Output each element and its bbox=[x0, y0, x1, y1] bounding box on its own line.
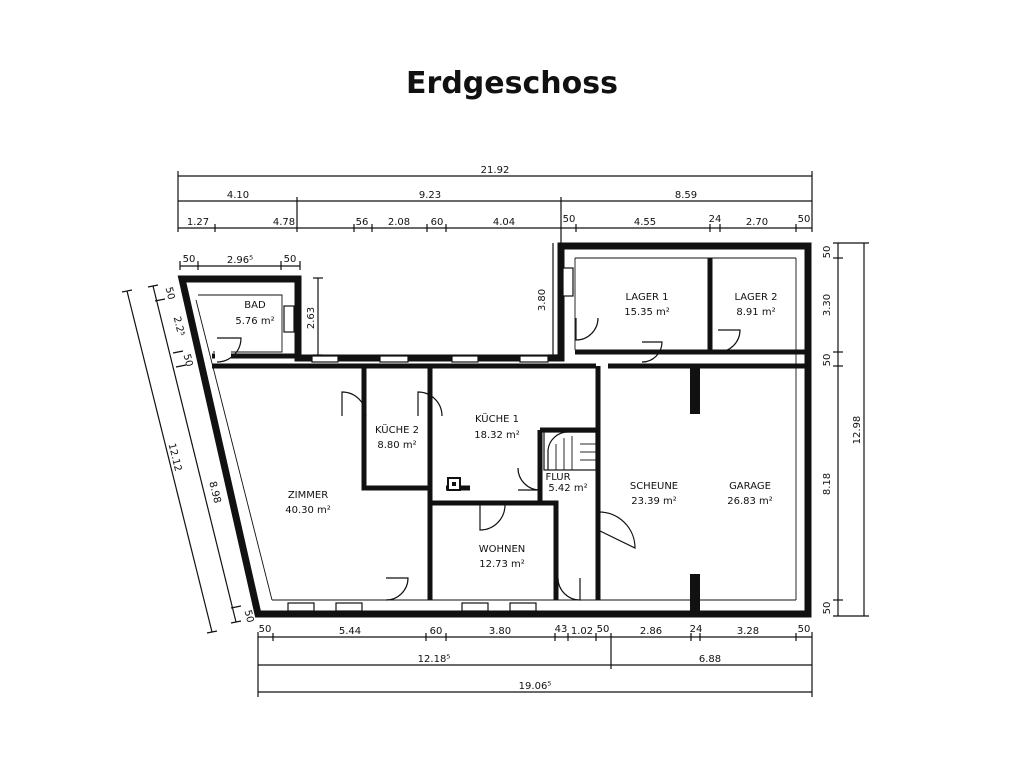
dimension-lines-bottom: 50 5.44 60 3.80 43 1.02 50 2.86 24 3.28 … bbox=[257, 624, 813, 697]
room-bad: BAD 5.76 m² bbox=[235, 300, 274, 327]
svg-text:2.86: 2.86 bbox=[640, 626, 662, 637]
dimension-lines-right: 50 3.30 50 8.18 50 12.98 bbox=[822, 242, 869, 617]
svg-text:50: 50 bbox=[822, 354, 833, 367]
room-zimmer: ZIMMER 40.30 m² bbox=[285, 490, 331, 516]
dim-top-row2-a: 4.10 bbox=[227, 190, 249, 201]
svg-text:50: 50 bbox=[822, 246, 833, 259]
room-scheune: SCHEUNE 23.39 m² bbox=[630, 481, 678, 507]
svg-text:KÜCHE 2: KÜCHE 2 bbox=[375, 423, 419, 436]
svg-text:FLUR: FLUR bbox=[545, 472, 570, 483]
dim-top-row3: 4.55 bbox=[634, 217, 656, 228]
svg-text:50: 50 bbox=[163, 286, 177, 301]
room-wohnen: WOHNEN 12.73 m² bbox=[479, 544, 526, 570]
svg-text:40.30 m²: 40.30 m² bbox=[285, 505, 331, 516]
svg-text:50: 50 bbox=[822, 602, 833, 615]
dim-top-row3: 56 bbox=[356, 217, 369, 228]
dim-top-row3: 60 bbox=[431, 217, 444, 228]
dim-top-row3: 50 bbox=[798, 214, 811, 225]
plan-title: Erdgeschoss bbox=[406, 66, 618, 101]
staircase bbox=[543, 431, 597, 471]
dim-top-row3: 1.27 bbox=[187, 217, 209, 228]
svg-text:26.83 m²: 26.83 m² bbox=[727, 496, 773, 507]
dim-top-row3: 4.78 bbox=[273, 217, 295, 228]
svg-text:3.80: 3.80 bbox=[489, 626, 511, 637]
dimension-lines-left: 12.12 50 2.2⁵ 50 8.98 50 bbox=[121, 284, 256, 634]
svg-text:8.18: 8.18 bbox=[822, 473, 833, 495]
dim-top-row3: 24 bbox=[709, 214, 722, 225]
dim-bad-depth: 2.63 bbox=[306, 307, 317, 329]
svg-text:5.44: 5.44 bbox=[339, 626, 361, 637]
svg-text:SCHEUNE: SCHEUNE bbox=[630, 481, 678, 492]
svg-text:8.80 m²: 8.80 m² bbox=[377, 440, 416, 451]
room-lager-2: LAGER 2 8.91 m² bbox=[734, 292, 777, 318]
svg-text:5.76 m²: 5.76 m² bbox=[235, 316, 274, 327]
svg-text:43: 43 bbox=[555, 624, 568, 635]
svg-text:15.35 m²: 15.35 m² bbox=[624, 307, 670, 318]
dim-top-row2-b: 9.23 bbox=[419, 190, 441, 201]
svg-text:50: 50 bbox=[242, 609, 256, 624]
svg-text:3.28: 3.28 bbox=[737, 626, 759, 637]
doors bbox=[215, 317, 741, 601]
svg-text:5.42 m²: 5.42 m² bbox=[548, 483, 587, 494]
dim-top-row3: 50 bbox=[563, 214, 576, 225]
svg-text:2.96⁵: 2.96⁵ bbox=[227, 255, 253, 266]
svg-text:23.39 m²: 23.39 m² bbox=[631, 496, 677, 507]
svg-text:50: 50 bbox=[798, 624, 811, 635]
svg-text:50: 50 bbox=[183, 254, 196, 265]
svg-text:WOHNEN: WOHNEN bbox=[479, 544, 526, 555]
svg-text:ZIMMER: ZIMMER bbox=[288, 490, 328, 501]
dimension-lines-top: 21.92 4.10 9.23 8.59 1.27 4.78 56 2.08 6… bbox=[177, 165, 813, 245]
svg-text:BAD: BAD bbox=[244, 300, 266, 311]
room-kueche-2: KÜCHE 2 8.80 m² bbox=[375, 423, 419, 451]
dim-lager-offset: 3.80 bbox=[537, 289, 548, 311]
dim-top-row3: 2.70 bbox=[746, 217, 768, 228]
svg-text:12.18⁵: 12.18⁵ bbox=[418, 654, 451, 665]
walls bbox=[177, 242, 812, 618]
svg-text:LAGER 1: LAGER 1 bbox=[625, 292, 668, 303]
room-lager-1: LAGER 1 15.35 m² bbox=[624, 292, 670, 318]
dim-top-row2-c: 8.59 bbox=[675, 190, 697, 201]
svg-text:50: 50 bbox=[259, 624, 272, 635]
svg-text:60: 60 bbox=[430, 626, 443, 637]
svg-text:LAGER 2: LAGER 2 bbox=[734, 292, 777, 303]
svg-text:18.32 m²: 18.32 m² bbox=[474, 430, 520, 441]
dim-top-row3: 4.04 bbox=[493, 217, 515, 228]
svg-text:24: 24 bbox=[690, 624, 703, 635]
svg-text:8.91 m²: 8.91 m² bbox=[736, 307, 775, 318]
svg-text:KÜCHE 1: KÜCHE 1 bbox=[475, 412, 519, 425]
dim-top-row3: 2.08 bbox=[388, 217, 410, 228]
windows bbox=[283, 267, 574, 612]
svg-text:GARAGE: GARAGE bbox=[729, 481, 771, 492]
svg-text:50: 50 bbox=[284, 254, 297, 265]
svg-text:3.30: 3.30 bbox=[822, 294, 833, 316]
room-garage: GARAGE 26.83 m² bbox=[727, 481, 773, 507]
room-kueche-1: KÜCHE 1 18.32 m² bbox=[474, 412, 520, 441]
svg-text:50: 50 bbox=[181, 353, 195, 368]
svg-text:50: 50 bbox=[597, 624, 610, 635]
dim-right-total: 12.98 bbox=[852, 416, 863, 445]
dim-left-b: 8.98 bbox=[206, 480, 222, 504]
room-flur: FLUR 5.42 m² bbox=[545, 472, 587, 494]
svg-text:1.02: 1.02 bbox=[571, 626, 593, 637]
svg-text:12.73 m²: 12.73 m² bbox=[479, 559, 525, 570]
svg-text:2.2⁵: 2.2⁵ bbox=[171, 315, 186, 337]
dim-bottom-total: 19.06⁵ bbox=[519, 681, 552, 692]
svg-text:6.88: 6.88 bbox=[699, 654, 721, 665]
dim-top-total: 21.92 bbox=[481, 165, 510, 176]
